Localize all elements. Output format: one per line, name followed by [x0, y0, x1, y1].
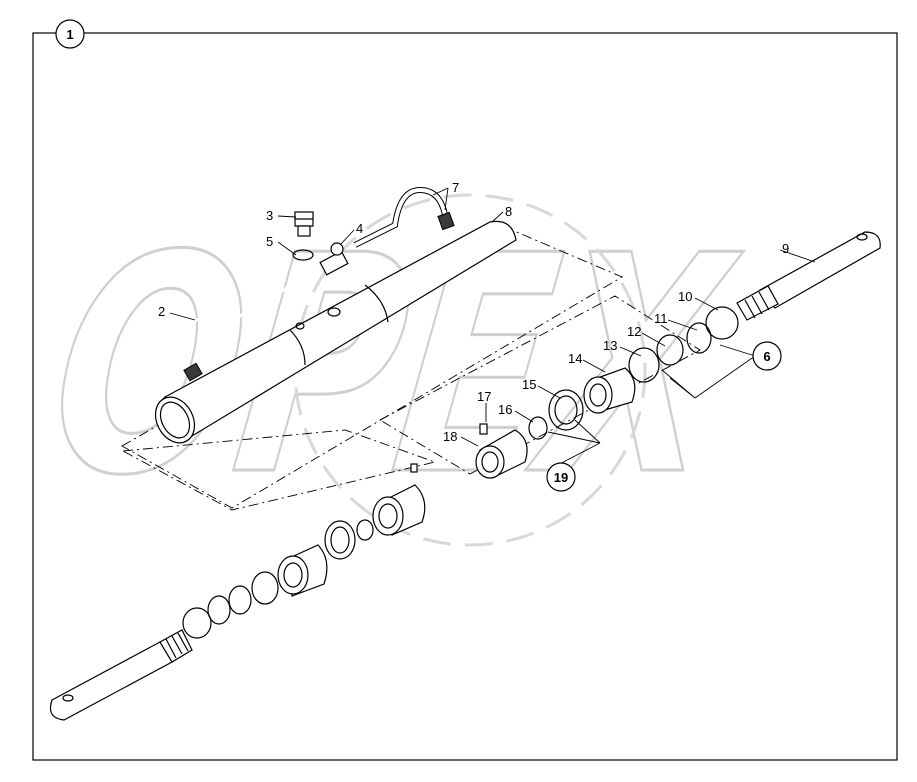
label-7: 7 — [452, 180, 459, 195]
piston-18 — [475, 429, 528, 479]
label-17: 17 — [477, 389, 491, 404]
lower-rod-seal — [228, 585, 252, 615]
label-10: 10 — [678, 289, 692, 304]
fitting-3 — [294, 211, 314, 237]
lower-wiper — [207, 595, 231, 625]
label-11: 11 — [654, 311, 668, 326]
lower-explode-box — [121, 429, 437, 511]
opex-watermark: OPEX — [32, 191, 753, 547]
svg-text:19: 19 — [554, 470, 568, 485]
label-16: 16 — [498, 402, 512, 417]
piston-rod-9 — [736, 231, 881, 321]
lower-o-ring — [356, 519, 374, 541]
part-labels: 2 3 4 5 7 8 9 10 11 12 13 14 15 16 17 18 — [158, 180, 789, 444]
lower-o-ring-13 — [251, 571, 279, 605]
piston-seal-15 — [548, 389, 584, 431]
cylinder-barrel — [154, 220, 517, 444]
kit-callout-6: 6 — [752, 341, 782, 371]
svg-text:6: 6 — [763, 349, 770, 364]
label-8: 8 — [505, 204, 512, 219]
kit-callout-19: 19 — [546, 462, 576, 492]
lower-piston — [372, 463, 426, 536]
set-screw-17 — [479, 423, 488, 435]
snap-ring-10 — [705, 306, 739, 340]
lower-piston-seal — [324, 520, 356, 560]
label-18: 18 — [443, 429, 457, 444]
leader-lines — [169, 187, 816, 471]
label-15: 15 — [522, 377, 536, 392]
middle-explode-box — [379, 295, 701, 475]
watermark-text: OPEX — [34, 192, 752, 541]
lower-piston-rod — [49, 629, 193, 721]
wiper-seal-11 — [686, 322, 712, 354]
label-12: 12 — [627, 324, 641, 339]
label-2: 2 — [158, 304, 165, 319]
lower-gland — [277, 544, 328, 597]
o-ring-13 — [628, 347, 660, 383]
o-ring-16 — [528, 416, 548, 440]
tee-fitting-4 — [319, 242, 349, 276]
label-9: 9 — [782, 241, 789, 256]
rod-seal-12 — [656, 334, 684, 366]
o-ring-5 — [292, 249, 314, 261]
label-5: 5 — [266, 234, 273, 249]
label-4: 4 — [356, 221, 363, 236]
group-callout-1: 1 — [55, 19, 85, 49]
label-3: 3 — [266, 208, 273, 223]
gland-14 — [583, 367, 636, 414]
svg-text:1: 1 — [66, 27, 73, 42]
label-14: 14 — [568, 351, 582, 366]
hydraulic-tube-7 — [353, 186, 455, 248]
hydraulic-tube-2 — [182, 266, 321, 382]
label-13: 13 — [603, 338, 617, 353]
lower-snap-ring — [182, 607, 212, 639]
drawing-frame — [32, 32, 898, 761]
